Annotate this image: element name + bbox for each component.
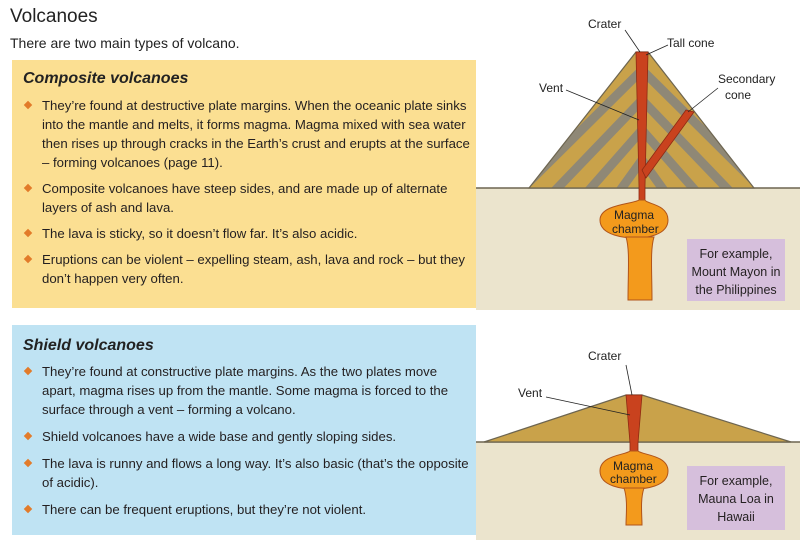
secondary-cone-label-2: cone bbox=[725, 88, 751, 102]
example-line: For example, bbox=[699, 247, 773, 261]
secondary-cone-label-1: Secondary bbox=[718, 72, 775, 86]
bullet-diamond-icon bbox=[23, 366, 33, 376]
bullet-diamond-icon bbox=[23, 458, 33, 468]
bullet-diamond-icon bbox=[23, 100, 33, 110]
secondary-vent bbox=[641, 109, 695, 179]
bullet-diamond-icon bbox=[23, 183, 33, 193]
example-line: Mount Mayon in bbox=[691, 265, 781, 279]
list-item: The lava is sticky, so it doesn’t flow f… bbox=[22, 224, 470, 243]
magma-label-2: chamber bbox=[610, 472, 657, 486]
magma-label-1: Magma bbox=[614, 208, 654, 222]
bullet-diamond-icon bbox=[23, 504, 33, 514]
composite-panel: Composite volcanoes They’re found at des… bbox=[12, 60, 476, 308]
bullet-text: They’re found at destructive plate margi… bbox=[42, 98, 470, 170]
example-line: the Philippines bbox=[695, 283, 777, 297]
bullet-text: Eruptions can be violent – expelling ste… bbox=[42, 252, 465, 286]
magma-label-1: Magma bbox=[613, 459, 653, 473]
bullet-text: There can be frequent eruptions, but the… bbox=[42, 502, 367, 517]
shield-panel: Shield volcanoes They’re found at constr… bbox=[12, 325, 476, 535]
composite-heading: Composite volcanoes bbox=[23, 70, 189, 87]
magma-label-2: chamber bbox=[612, 222, 659, 236]
bullet-text: They’re found at constructive plate marg… bbox=[42, 364, 449, 417]
bullet-text: The lava is sticky, so it doesn’t flow f… bbox=[42, 226, 358, 241]
crater-label: Crater bbox=[588, 349, 621, 363]
bullet-diamond-icon bbox=[23, 254, 33, 264]
list-item: Eruptions can be violent – expelling ste… bbox=[22, 250, 470, 288]
list-item: Composite volcanoes have steep sides, an… bbox=[22, 179, 470, 217]
list-item: They’re found at constructive plate marg… bbox=[22, 362, 470, 419]
list-item: The lava is runny and flows a long way. … bbox=[22, 454, 470, 492]
shield-heading: Shield volcanoes bbox=[23, 337, 154, 354]
list-item: Shield volcanoes have a wide base and ge… bbox=[22, 427, 470, 446]
bullet-text: The lava is runny and flows a long way. … bbox=[42, 456, 469, 490]
vent-label: Vent bbox=[539, 81, 564, 95]
page-intro: There are two main types of volcano. bbox=[10, 35, 240, 51]
bullet-diamond-icon bbox=[23, 228, 33, 238]
shield-bullet-list: They’re found at constructive plate marg… bbox=[22, 362, 470, 527]
vent-label: Vent bbox=[518, 386, 543, 400]
composite-volcano-diagram: Crater Tall cone Vent Secondary cone Mag… bbox=[476, 17, 800, 310]
crater-label: Crater bbox=[588, 17, 621, 31]
composite-bullet-list: They’re found at destructive plate margi… bbox=[22, 96, 470, 295]
composite-example-box: For example, Mount Mayon in the Philippi… bbox=[687, 239, 785, 301]
tall-cone-label: Tall cone bbox=[667, 36, 715, 50]
bullet-text: Shield volcanoes have a wide base and ge… bbox=[42, 429, 397, 444]
example-line: Hawaii bbox=[717, 510, 755, 524]
page-title: Volcanoes bbox=[10, 6, 98, 27]
list-item: There can be frequent eruptions, but the… bbox=[22, 500, 470, 519]
example-line: Mauna Loa in bbox=[698, 492, 774, 506]
list-item: They’re found at destructive plate margi… bbox=[22, 96, 470, 172]
bullet-text: Composite volcanoes have steep sides, an… bbox=[42, 181, 448, 215]
example-line: For example, bbox=[699, 474, 773, 488]
shield-example-box: For example, Mauna Loa in Hawaii bbox=[687, 466, 785, 530]
bullet-diamond-icon bbox=[23, 431, 33, 441]
